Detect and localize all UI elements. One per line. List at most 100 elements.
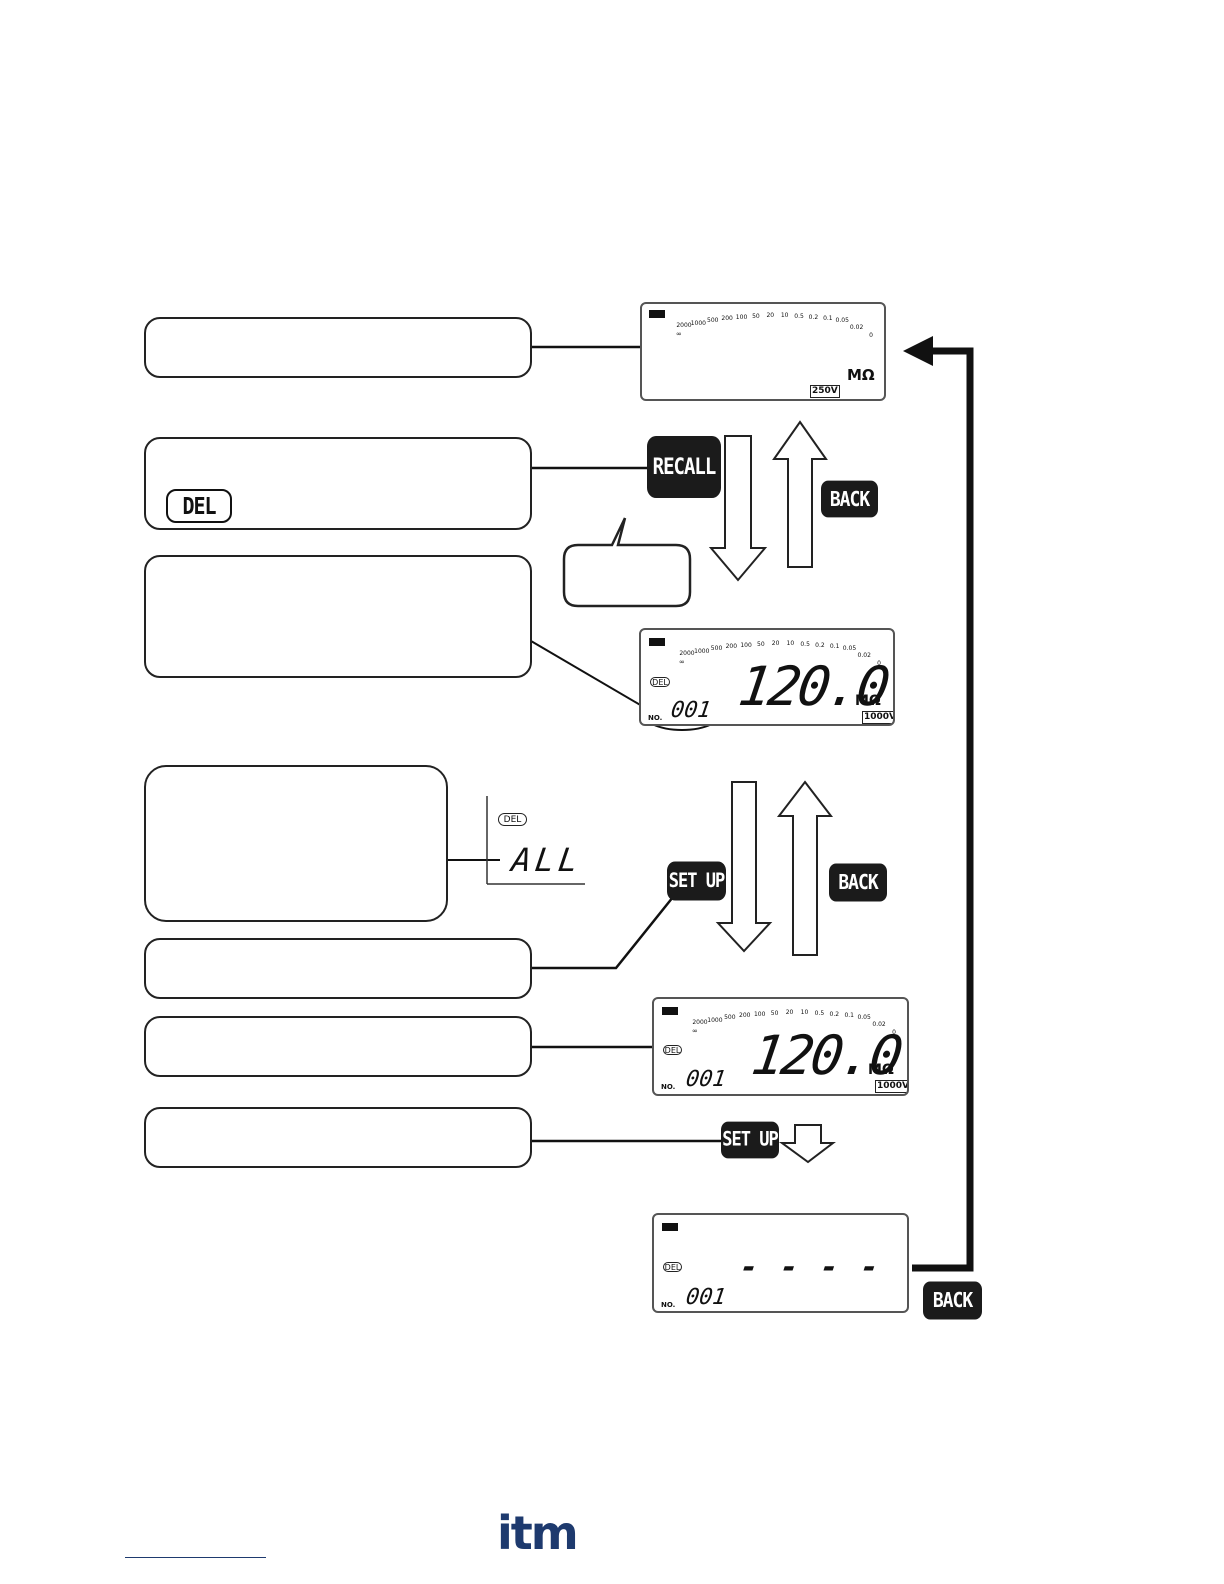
setup-button[interactable]: SET UP: [667, 861, 726, 901]
scale-tick-label: 0: [877, 660, 881, 667]
scale-tick-label: 0.2: [808, 313, 819, 321]
speech-bubble: [562, 517, 692, 608]
del-indicator: DEL: [498, 813, 527, 826]
data-number: 001: [684, 1067, 728, 1092]
scale-tick-label: 20: [771, 640, 780, 648]
scale-tick-label: 0.2: [829, 1010, 840, 1018]
unit-label: MΩ: [868, 1062, 894, 1078]
connector-line: [531, 896, 674, 970]
footer-rule: [125, 1557, 266, 1558]
scale-tick-label: 50: [770, 1009, 779, 1017]
callout-box-4: [144, 765, 448, 922]
scale-tick-label: 2000: [676, 322, 692, 329]
battery-icon: [649, 310, 665, 318]
callout-box-5: [144, 938, 532, 999]
voltage-badge: 1000V: [875, 1080, 907, 1093]
scale-tick-label: 200: [725, 643, 738, 651]
scale-tick-label: 0.5: [800, 640, 810, 648]
scale-tick-label: 2000: [679, 650, 695, 657]
scale-tick-label: 2000: [692, 1019, 708, 1026]
connector-line: [530, 640, 643, 707]
lcd-display-4: DEL NO. 001 - - - -: [652, 1213, 909, 1313]
scale-tick-label: 10: [786, 640, 795, 648]
scale-tick-label: 0: [869, 332, 873, 339]
callout-box-7: [144, 1107, 532, 1168]
scale-tick-label: 20: [766, 312, 775, 320]
back-button[interactable]: BACK: [829, 863, 887, 902]
data-number: 001: [669, 698, 713, 723]
callout-box-6: [144, 1016, 532, 1077]
scale-tick-label: 50: [757, 640, 765, 648]
all-text: ALL: [509, 841, 585, 879]
scale-inf-label: ∞: [676, 330, 682, 338]
scale-tick-label: 100: [753, 1010, 766, 1018]
scale-tick-label: 0.02: [857, 652, 871, 660]
scale-tick-label: 500: [724, 1014, 736, 1022]
callout-box-2: DEL: [144, 437, 532, 530]
voltage-badge: 250V: [810, 385, 840, 398]
battery-icon: [649, 638, 665, 646]
no-label: NO.: [661, 1083, 676, 1091]
arrow-left-icon: [903, 336, 933, 366]
scale-tick-label: 500: [710, 645, 723, 653]
scale-tick-label: 100: [740, 641, 752, 649]
del-indicator: DEL: [650, 677, 670, 687]
recall-button[interactable]: RECALL: [647, 435, 721, 499]
scale-tick-label: 0.05: [835, 317, 849, 325]
scale-tick-label: 10: [800, 1009, 809, 1017]
unit-label: MΩ: [847, 366, 875, 384]
itm-logo: itm: [497, 1506, 579, 1560]
no-label: NO.: [661, 1301, 676, 1309]
scale-tick-label: 1000: [690, 319, 707, 327]
scale-inf-label: ∞: [692, 1027, 698, 1035]
arrow-down-icon: [715, 781, 773, 953]
del-key-outline: DEL: [166, 489, 232, 523]
scale-tick-label: 200: [739, 1012, 751, 1020]
scale-tick-label: 1000: [694, 647, 710, 655]
setup-button[interactable]: SET UP: [721, 1121, 779, 1159]
callout-box-1: [144, 317, 532, 378]
scale-tick-label: 0.02: [872, 1021, 886, 1029]
scale-tick-label: 0.5: [814, 1009, 825, 1017]
scale-inf-label: ∞: [679, 658, 685, 666]
scale-tick-label: 0.05: [857, 1014, 871, 1022]
scale-tick-label: 10: [780, 312, 789, 320]
scale-tick-label: 200: [721, 315, 733, 323]
scale-tick-label: 0.05: [842, 645, 857, 653]
scale-tick-label: 500: [707, 317, 719, 325]
callout-box-3: [144, 555, 532, 678]
unit-label: MΩ: [855, 693, 881, 709]
dashes-reading: - - - -: [737, 1250, 883, 1285]
scale-tick-label: 0.02: [849, 324, 864, 332]
arrow-down-icon: [778, 1124, 836, 1164]
back-button[interactable]: BACK: [821, 480, 878, 518]
scale-tick-label: 1000: [707, 1016, 723, 1024]
scale-tick-label: 20: [785, 1009, 794, 1017]
no-label: NO.: [648, 714, 663, 722]
del-key-label: DEL: [182, 492, 216, 520]
data-number: 001: [684, 1285, 728, 1310]
del-indicator: DEL: [663, 1262, 682, 1272]
scale-tick-label: 0.5: [794, 312, 804, 320]
scale-tick-label: 0.1: [829, 643, 840, 651]
scale-tick-label: 0: [892, 1029, 896, 1036]
battery-icon: [662, 1223, 678, 1231]
scale-tick-label: 0.1: [844, 1012, 854, 1020]
arrow-up-icon: [772, 420, 828, 568]
del-indicator: DEL: [663, 1045, 682, 1055]
scale-tick-label: 0.2: [815, 641, 825, 649]
back-button[interactable]: BACK: [923, 1281, 982, 1320]
arrow-up-icon: [776, 780, 834, 956]
return-arrow-line: [912, 347, 974, 1272]
scale-tick-label: 100: [735, 313, 748, 321]
voltage-badge: 1000V: [862, 711, 893, 724]
battery-icon: [662, 1007, 678, 1015]
scale-tick-label: 0.1: [823, 315, 833, 323]
scale-tick-label: 50: [752, 312, 760, 320]
